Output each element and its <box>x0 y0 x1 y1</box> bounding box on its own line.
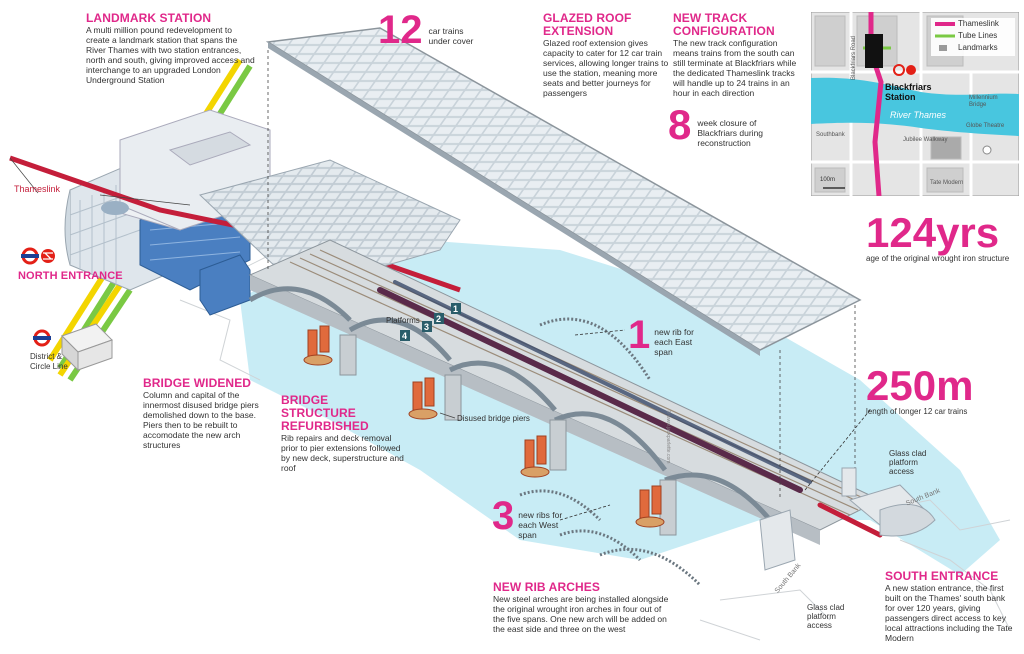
map-tate-modern: Tate Modern <box>930 180 964 186</box>
legend-tube-lines: Tube Lines <box>958 31 998 40</box>
glass-clad-lower-label: Glass clad platform access <box>807 603 845 630</box>
new-rib-arches-body: New steel arches are being installed alo… <box>493 594 669 634</box>
bridge-structure-title: BRIDGE STRUCTURE REFURBISHED <box>281 393 369 433</box>
glazed-roof-title: GLAZED ROOF EXTENSION <box>543 11 632 38</box>
disused-piers-label: Disused bridge piers <box>457 414 530 423</box>
bridge-widened-block: BRIDGE WIDENED Column and capital of the… <box>143 376 273 451</box>
bridge-widened-title: BRIDGE WIDENED <box>143 376 252 390</box>
south-entrance-building <box>759 467 936 571</box>
legend-landmarks: Landmarks <box>958 43 998 52</box>
eight-number: 8 <box>668 101 692 148</box>
underground-roundel-icon-2 <box>33 329 51 347</box>
south-entrance-block: SOUTH ENTRANCE A new station entrance, t… <box>885 569 1015 644</box>
glass-clad-upper-label: Glass clad platform access <box>889 449 927 476</box>
south-entrance-body: A new station entrance, the first built … <box>885 583 1013 643</box>
new-rib-arches-block: NEW RIB ARCHES New steel arches are bein… <box>493 580 673 635</box>
platform-badges <box>400 303 461 341</box>
map-southbank: Southbank <box>816 132 845 138</box>
years-number: 124yrs <box>866 209 1000 256</box>
new-rib-arches <box>519 317 702 587</box>
train-1 <box>377 287 803 493</box>
bridge-arches <box>248 286 772 522</box>
map-globe-theatre: Globe Theatre <box>966 123 1005 129</box>
platforms-label: Platforms <box>386 316 420 325</box>
platform-1: 1 <box>453 304 459 314</box>
map-jubilee-walkway: Jubilee Walkway <box>903 137 948 143</box>
thameslink-label: Thameslink <box>14 184 61 194</box>
years-block: 124yrs age of the original wrought iron … <box>866 212 1016 264</box>
north-entrance-label: NORTH ENTRANCE <box>18 270 123 282</box>
underground-roundel-icon <box>21 247 39 265</box>
one-block: 1 new rib for each East span <box>628 315 708 357</box>
glazed-roof-block: GLAZED ROOF EXTENSION Glazed roof extens… <box>543 11 671 99</box>
disused-piers <box>303 325 665 528</box>
roof-guide-lines <box>267 50 856 500</box>
map-river <box>811 77 1019 136</box>
three-number: 3 <box>492 494 515 538</box>
eight-block: 8 week closure of Blackfriars during rec… <box>668 101 783 149</box>
train-south <box>817 502 883 538</box>
track-config-block: NEW TRACK CONFIGURATION The new track co… <box>673 11 801 99</box>
train-2 <box>393 280 812 484</box>
south-entrance-title: SOUTH ENTRANCE <box>885 569 999 583</box>
legend-thameslink: Thameslink <box>958 19 999 28</box>
bridge-structure-body: Rib repairs and deck removal prior to pi… <box>281 433 404 473</box>
locator-map <box>811 12 1019 196</box>
platform-3: 3 <box>424 322 430 332</box>
length-block: 250m length of longer 12 car trains <box>866 365 1016 417</box>
underground-entrance-box <box>61 323 113 372</box>
twelve-text: car trains under cover <box>428 26 474 46</box>
track-config-title: NEW TRACK CONFIGURATION <box>673 11 775 38</box>
arrows <box>559 329 871 521</box>
national-rail-icon <box>41 249 55 263</box>
twelve-number: 12 <box>378 8 423 52</box>
credit-text: © www.jackparlette.com <box>665 410 671 464</box>
length-number: 250m <box>866 362 974 409</box>
landmark-station-body: A multi million pound redevelopment to c… <box>86 25 255 85</box>
district-circle-label: District & Circle Line <box>30 352 68 371</box>
track-config-body: The new track configuration means trains… <box>673 38 797 98</box>
map-river-label: River Thames <box>890 110 947 120</box>
twelve-block: 12 car trains under cover <box>378 10 479 50</box>
bridge-piers <box>339 334 677 536</box>
new-rib-arches-title: NEW RIB ARCHES <box>493 580 600 594</box>
map-blackfriars-road: Blackfriars Road <box>851 35 857 80</box>
one-number: 1 <box>628 313 651 357</box>
leader-lines <box>9 157 456 419</box>
one-text: new rib for each East span <box>654 327 694 357</box>
landmark-station-title: LANDMARK STATION <box>86 11 212 25</box>
length-text: length of longer 12 car trains <box>866 407 968 416</box>
bridge-widened-body: Column and capital of the innermost disu… <box>143 390 259 450</box>
map-scale: 100m <box>820 177 836 183</box>
map-millennium-bridge: Millennium Bridge <box>969 95 998 108</box>
glazed-roof-edge <box>268 42 760 356</box>
three-block: 3 new ribs for each West span <box>492 496 572 540</box>
map-station-label: Blackfriars Station <box>885 82 932 102</box>
landmark-station-block: LANDMARK STATION A multi million pound r… <box>86 11 256 86</box>
bridge-structure-block: BRIDGE STRUCTURE REFURBISHED Rib repairs… <box>281 393 405 474</box>
platform-2: 2 <box>436 314 442 324</box>
three-text: new ribs for each West span <box>518 510 563 540</box>
eight-text: week closure of Blackfriars during recon… <box>697 118 764 148</box>
years-text: age of the original wrought iron structu… <box>866 254 1010 263</box>
glazed-roof-body: Glazed roof extension gives capacity to … <box>543 38 669 98</box>
platform-4: 4 <box>402 331 408 341</box>
